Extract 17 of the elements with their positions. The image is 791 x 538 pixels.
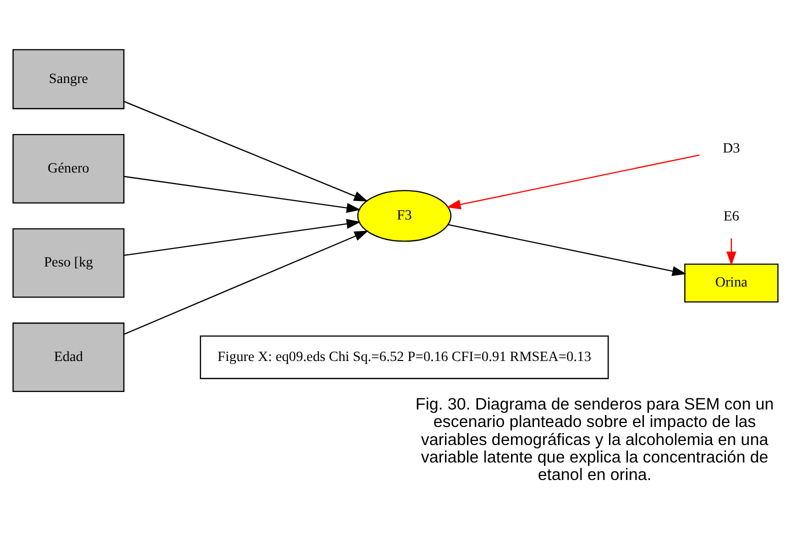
node-box: Figure X: eq09.eds Chi Sq.=6.52 P=0.16 CFI=0.91 RMSEA=0.13	[200, 335, 609, 379]
arrow	[448, 224, 686, 276]
node-box: Género	[12, 133, 124, 203]
node-text: D3	[722, 140, 740, 156]
node-box: Edad	[12, 322, 124, 392]
arrow	[124, 175, 361, 212]
arrow	[446, 154, 700, 209]
node-text: E6	[724, 208, 740, 224]
node-ellipse: F3	[357, 189, 452, 242]
caption: Fig. 30. Diagrama de senderos para SEM con un escenario planteado sobre el impacto de las variables demográficas y la alcoholemia en una variable latente que explica la concentración de etanol en orina.	[416, 394, 774, 484]
node-box: Sangre	[12, 48, 124, 109]
arrow	[124, 100, 368, 201]
arrow	[726, 238, 736, 266]
arrow	[124, 230, 369, 334]
node-box: Peso [kg	[12, 228, 124, 298]
arrow	[124, 218, 361, 256]
node-box: Orina	[684, 263, 778, 302]
